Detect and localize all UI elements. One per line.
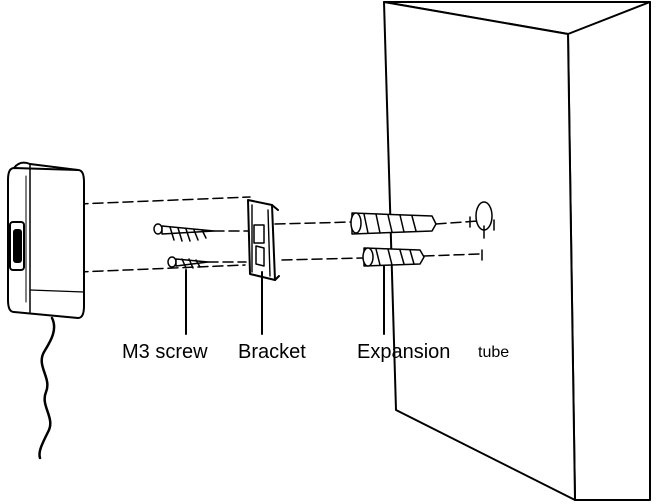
expansion-tube-upper (350, 212, 437, 235)
assembly-guide-lines (77, 196, 481, 273)
m3-screw-label: M3 screw (122, 341, 208, 363)
bracket (247, 199, 280, 281)
m3-screw-upper (153, 223, 215, 242)
wall-holes (469, 201, 495, 261)
wall (383, 1, 651, 501)
bracket-label: Bracket (238, 341, 306, 363)
expansion-label: Expansion (357, 341, 451, 363)
device-cable (38, 316, 56, 460)
m3-screw-lower (167, 256, 209, 269)
expansion-tube-lower (362, 247, 425, 267)
tube-label: tube (478, 344, 510, 361)
device (7, 161, 85, 319)
